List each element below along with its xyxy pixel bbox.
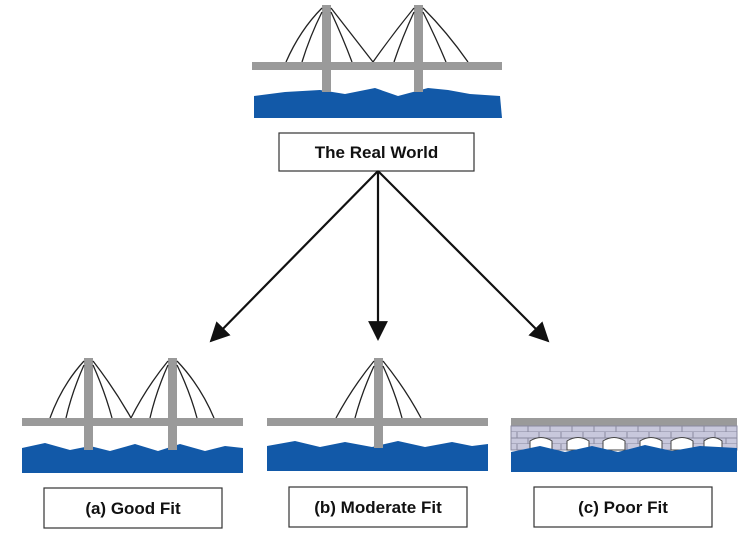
good-fit-label-box: (a) Good Fit (43, 487, 223, 529)
water (254, 88, 502, 118)
bridge-deck (22, 418, 243, 426)
bridge-cables (49, 360, 215, 419)
water (267, 441, 488, 471)
arrow-to-poor-fit (377, 170, 550, 343)
good-fit-bridge (22, 358, 243, 473)
arrow-to-good-fit (209, 170, 379, 343)
poor-fit-label-box: (c) Poor Fit (533, 486, 713, 528)
bridge-tower (322, 5, 331, 92)
arrows (209, 170, 550, 343)
water (511, 445, 737, 472)
bridge-deck (267, 418, 488, 426)
real-world-label: The Real World (315, 143, 438, 162)
bridge-deck (511, 418, 737, 426)
poor-fit-bridge (510, 418, 738, 472)
moderate-fit-bridge (267, 358, 488, 471)
bridge-cables (285, 7, 469, 63)
bridge-deck (252, 62, 502, 70)
water (22, 443, 243, 473)
poor-fit-label: (c) Poor Fit (578, 498, 668, 517)
bridge-tower (374, 358, 383, 448)
real-world-label-box: The Real World (278, 132, 475, 172)
bridge-tower (84, 358, 93, 450)
real-world-bridge (252, 5, 502, 118)
moderate-fit-label: (b) Moderate Fit (314, 498, 442, 517)
bridge-tower (414, 5, 423, 92)
moderate-fit-label-box: (b) Moderate Fit (288, 486, 468, 528)
bridge-tower (168, 358, 177, 450)
good-fit-label: (a) Good Fit (85, 499, 181, 518)
bridge-cables (335, 360, 422, 419)
